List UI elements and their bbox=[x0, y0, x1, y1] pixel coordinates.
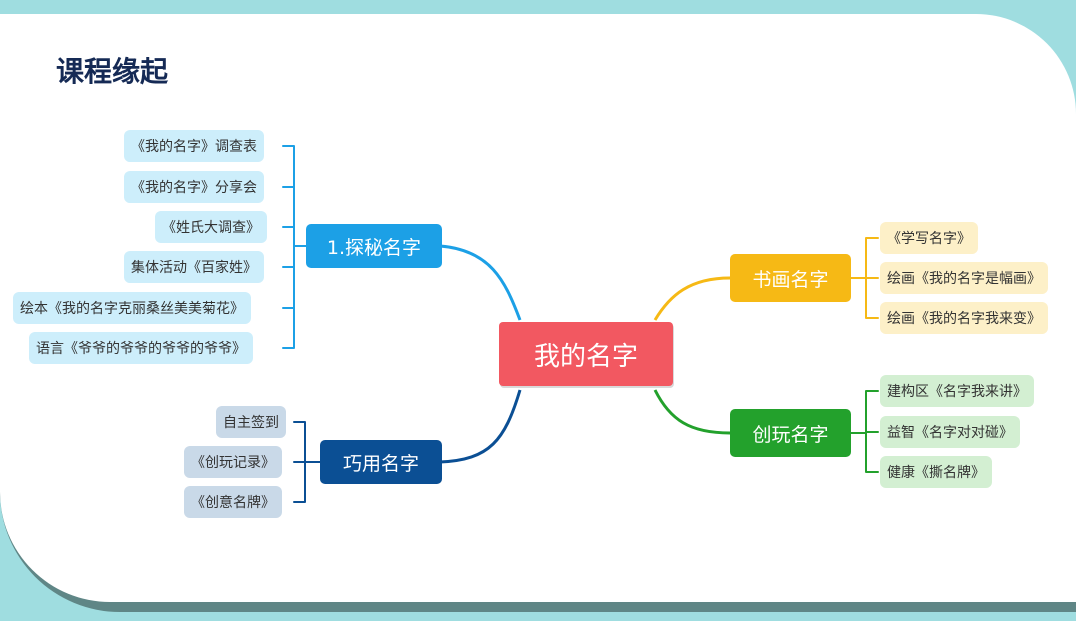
branch-draw-names: 书画名字 bbox=[730, 254, 851, 302]
leaf-creative-nametag: 《创意名牌》 bbox=[184, 486, 282, 518]
leaf-picture-book: 绘本《我的名字克丽桑丝美美菊花》 bbox=[13, 292, 251, 324]
leaf-puzzle-match: 益智《名字对对碰》 bbox=[880, 416, 1020, 448]
leaf-language-story: 语言《爷爷的爷爷的爷爷的爷爷》 bbox=[29, 332, 253, 364]
leaf-survey-form: 《我的名字》调查表 bbox=[124, 130, 264, 162]
bracket-play bbox=[850, 390, 879, 473]
bracket-use bbox=[293, 421, 321, 503]
page-title: 课程缘起 bbox=[56, 55, 169, 88]
branch-play-names: 创玩名字 bbox=[730, 409, 851, 457]
bracket-draw bbox=[850, 237, 879, 319]
bracket-explore bbox=[282, 145, 307, 349]
leaf-surname-survey: 《姓氏大调查》 bbox=[155, 211, 267, 243]
link-root-explore bbox=[439, 244, 522, 321]
root-node: 我的名字 bbox=[499, 322, 673, 386]
leaf-tear-nametag: 健康《撕名牌》 bbox=[880, 456, 992, 488]
leaf-self-sign-in: 自主签到 bbox=[216, 406, 286, 438]
leaf-name-transform: 绘画《我的名字我来变》 bbox=[880, 302, 1048, 334]
leaf-construction-area: 建构区《名字我来讲》 bbox=[880, 375, 1034, 407]
leaf-hundred-surnames: 集体活动《百家姓》 bbox=[124, 251, 264, 283]
leaf-sharing-session: 《我的名字》分享会 bbox=[124, 171, 264, 203]
link-root-play bbox=[653, 389, 731, 435]
link-root-draw bbox=[653, 276, 731, 321]
leaf-name-painting: 绘画《我的名字是幅画》 bbox=[880, 262, 1048, 294]
branch-explore-names: 1.探秘名字 bbox=[306, 224, 442, 268]
branch-use-names: 巧用名字 bbox=[320, 440, 442, 484]
leaf-learn-writing: 《学写名字》 bbox=[880, 222, 978, 254]
link-root-use bbox=[439, 389, 522, 464]
leaf-play-record: 《创玩记录》 bbox=[184, 446, 282, 478]
